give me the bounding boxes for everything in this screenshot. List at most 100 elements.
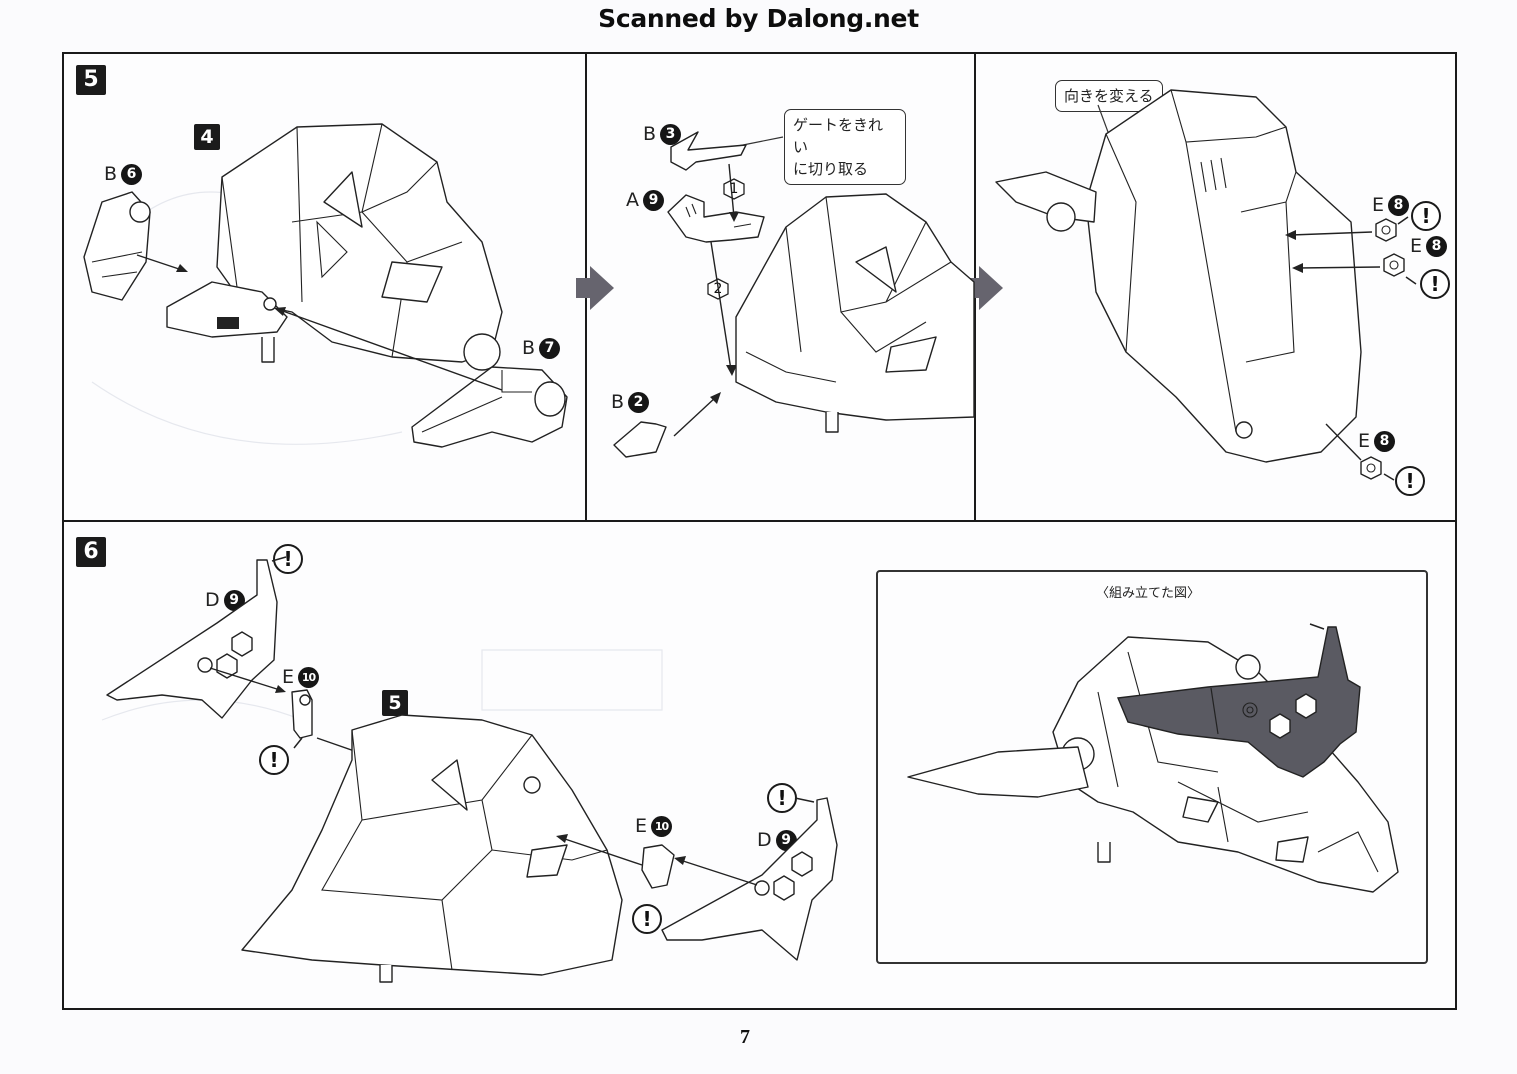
body-detail (322, 730, 607, 970)
warning-icon: ! (1411, 201, 1441, 231)
runner-letter: E (635, 815, 648, 837)
hex-socket (1270, 714, 1290, 738)
runner-letter: B (104, 163, 118, 185)
warning-icon: ! (632, 904, 662, 934)
part-label-b3: B 3 (643, 123, 682, 145)
part-a9-marks (686, 204, 751, 227)
part-b7 (412, 367, 567, 447)
body-grille (1201, 158, 1226, 192)
body-part (1086, 90, 1361, 462)
body-window (856, 247, 896, 292)
part-number: 8 (1374, 430, 1396, 452)
part-b2 (614, 422, 666, 457)
assembled-view-illustration (878, 572, 1424, 960)
hex-socket (232, 632, 252, 656)
callout-leader (1098, 105, 1108, 132)
body-window (1276, 837, 1308, 862)
part-b6-socket (130, 202, 150, 222)
part-label-b6: B 6 (104, 163, 143, 185)
part-b3 (671, 132, 746, 170)
part-number: 9 (223, 589, 245, 611)
change-direction-callout: 向きを変える (1055, 80, 1163, 112)
socket (1236, 422, 1252, 438)
hex-nut-e8 (1384, 254, 1404, 276)
part-label-a9: A 9 (626, 189, 664, 211)
assembly-arrow (1326, 424, 1361, 460)
part-a9 (668, 195, 764, 242)
part-d9-highlighted (1118, 627, 1360, 777)
part-number: 10 (651, 815, 673, 837)
shoulder-joint (167, 282, 287, 337)
part-number: 8 (1388, 194, 1410, 216)
part-e10-right (642, 845, 674, 888)
assembly-illustration-step5-panel1 (62, 52, 586, 520)
part-label-b2: B 2 (611, 391, 650, 413)
part-d9-left (107, 560, 277, 718)
hex-socket (1296, 694, 1316, 718)
hex-socket (217, 654, 237, 678)
hex-nut-e8 (1361, 457, 1381, 479)
part-b6-detail (92, 252, 142, 277)
warning-icon: ! (767, 783, 797, 813)
body-detail (1098, 652, 1378, 872)
body-window (886, 337, 936, 372)
arrowhead (710, 392, 721, 404)
nose-part (996, 172, 1096, 222)
socket (1047, 203, 1075, 231)
warning-icon: ! (1395, 466, 1425, 496)
assembly-illustration-step5-panel2 (586, 52, 974, 520)
nose-part (908, 747, 1088, 797)
assembly-arrow (1298, 267, 1380, 268)
runner-letter: B (643, 123, 657, 145)
assembly-arrow (137, 255, 182, 270)
runner-letter: A (626, 189, 639, 211)
warning-icon: ! (1420, 269, 1450, 299)
runner-letter: E (282, 666, 295, 688)
body-part (736, 194, 974, 420)
arrowhead (274, 307, 286, 316)
runner-letter: D (205, 589, 220, 611)
arrowhead (729, 212, 739, 222)
hex-nut-e8 (1376, 219, 1396, 241)
callout-line: に切り取る (793, 160, 869, 178)
assembly-illustration-step5-panel3 (976, 52, 1453, 520)
warning-icon: ! (259, 745, 289, 775)
watermark: Scanned by Dalong.net (598, 4, 919, 33)
step-5-badge: 5 (76, 65, 106, 95)
body-window (432, 760, 467, 810)
grille (217, 317, 239, 329)
peg (826, 412, 838, 432)
part-d9-right (662, 798, 837, 960)
hex-socket (792, 852, 812, 876)
socket (524, 777, 540, 793)
body-detail (746, 197, 951, 382)
order-mark-1: 1 (723, 178, 745, 200)
arrowhead (726, 365, 737, 376)
step-5-reference-badge: 5 (382, 690, 408, 716)
runner-letter: B (522, 337, 536, 359)
runner-letter: E (1358, 430, 1371, 452)
part-label-b7: B 7 (522, 337, 561, 359)
assembly-arrow (562, 838, 642, 865)
part-label-e8: E 8 (1358, 430, 1396, 452)
assembly-arrow (210, 668, 280, 690)
part-b7-ball (535, 382, 565, 416)
part-label-e10: E 10 (282, 666, 320, 688)
runner-letter: D (757, 829, 772, 851)
part-b7-detail (422, 370, 532, 432)
peg-hole (264, 298, 276, 310)
socket (1243, 703, 1257, 717)
wheel-hub (464, 334, 500, 370)
page-number: 7 (740, 1026, 750, 1048)
part-label-d9: D 9 (205, 589, 245, 611)
body-window (382, 262, 442, 302)
socket (755, 881, 769, 895)
part-number: 10 (298, 666, 320, 688)
step-4-reference-badge: 4 (194, 124, 220, 150)
peg (380, 965, 392, 982)
body-window (324, 172, 362, 227)
arrowhead (1285, 230, 1296, 240)
assembly-illustration-step6 (62, 520, 862, 1006)
arrowhead (176, 264, 188, 272)
part-label-e10: E 10 (635, 815, 673, 837)
